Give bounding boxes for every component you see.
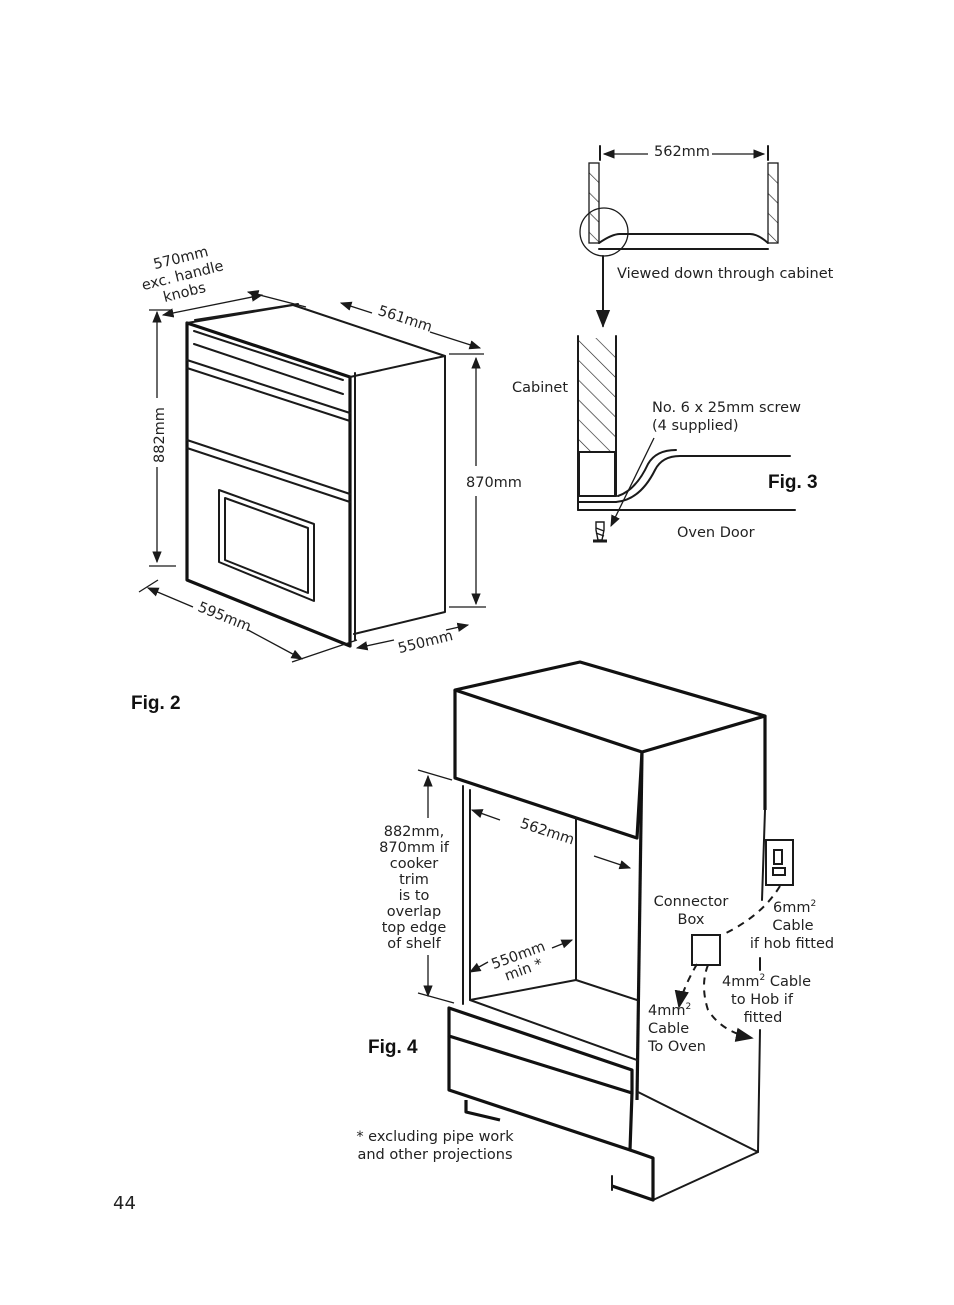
fig4-width: 562mm — [518, 816, 576, 849]
fig4-cable6-line3: if hob fitted — [750, 936, 834, 952]
fig2-depth-bottom: 550mm — [396, 628, 454, 657]
fig2-oven-drawing — [185, 303, 446, 648]
fig4-cableoven-size: 4mm — [648, 1003, 685, 1019]
fig3-caption: Fig. 3 — [768, 472, 818, 493]
fig4-height-line2: 870mm if — [379, 840, 450, 856]
fig3-cabinet-label: Cabinet — [512, 380, 568, 396]
fig2-depth-top: 561mm — [376, 303, 434, 336]
connector-box-icon — [691, 934, 721, 966]
fig4-cableoven-line1: 4mm2 — [648, 1002, 691, 1019]
fig4-footnote-line2: and other projections — [357, 1147, 512, 1163]
fig4-cableoven-line3: To Oven — [647, 1039, 706, 1055]
fig4-cablehob-word: Cable — [765, 974, 811, 990]
fig2-height-left: 882mm — [152, 407, 168, 463]
fig2-height-right: 870mm — [466, 475, 522, 491]
cable-hob-line — [703, 964, 754, 1042]
fig4-cablehob-line1: 4mm2 Cable — [722, 973, 811, 990]
fig4-cablehob-line2: to Hob if — [731, 992, 794, 1008]
fig4-cableoven-line2: Cable — [648, 1021, 689, 1037]
fig4-cablehob-line3: fitted — [744, 1010, 783, 1026]
fig3-oven-door-label: Oven Door — [677, 525, 755, 541]
fig3-top-view — [579, 145, 779, 328]
fig4-height-line8: of shelf — [387, 936, 441, 952]
fig4-footnote-line1: * excluding pipe work — [356, 1129, 514, 1145]
fig4-height-line1: 882mm, — [384, 824, 445, 840]
fig4-labels: 882mm, 870mm if cooker trim is to overla… — [356, 816, 834, 1163]
fig2-labels: 570mm exc. handle knobs 561mm 882mm 870m… — [131, 244, 522, 714]
fig4-height-line5: is to — [399, 888, 430, 904]
fig4-caption: Fig. 4 — [368, 1037, 418, 1058]
fig4-height-line7: top edge — [382, 920, 447, 936]
fig4-dimensions — [417, 769, 632, 1004]
fig3-section — [577, 335, 796, 543]
cable-6mm-line — [721, 885, 781, 936]
fig4-height-line6: overlap — [387, 904, 441, 920]
fig4-cableoven-sup: 2 — [685, 1002, 691, 1012]
socket-icon — [765, 839, 794, 886]
fig4-height-line3: cooker — [390, 856, 439, 872]
fig4-cable6-line2: Cable — [772, 918, 813, 934]
fig4-cablehob-size: 4mm — [722, 974, 759, 990]
fig4-cable6-size: 6mm — [773, 900, 810, 916]
fig3-screw-line1: No. 6 x 25mm screw — [652, 400, 801, 416]
fig4-cablehob-sup: 2 — [759, 973, 765, 983]
fig2-dimensions — [138, 290, 486, 663]
fig3-viewed-label: Viewed down through cabinet — [617, 266, 834, 282]
fig4-height-line4: trim — [399, 872, 429, 888]
fig4-connector-line1: Connector — [654, 894, 729, 910]
fig3-screw-line2: (4 supplied) — [652, 418, 738, 434]
fig3-labels: 562mm Viewed down through cabinet Cabine… — [512, 144, 834, 541]
fig3-width: 562mm — [654, 144, 710, 160]
fig4-cable6-sup: 2 — [810, 899, 816, 909]
fig4-housing-drawing — [447, 660, 767, 1202]
fig2-caption: Fig. 2 — [131, 693, 181, 714]
fig4-cable6-line1: 6mm2 — [773, 899, 816, 916]
page-number: 44 — [113, 1193, 136, 1214]
fig4-connector-line2: Box — [678, 912, 705, 928]
cable-oven-line — [674, 963, 698, 1009]
